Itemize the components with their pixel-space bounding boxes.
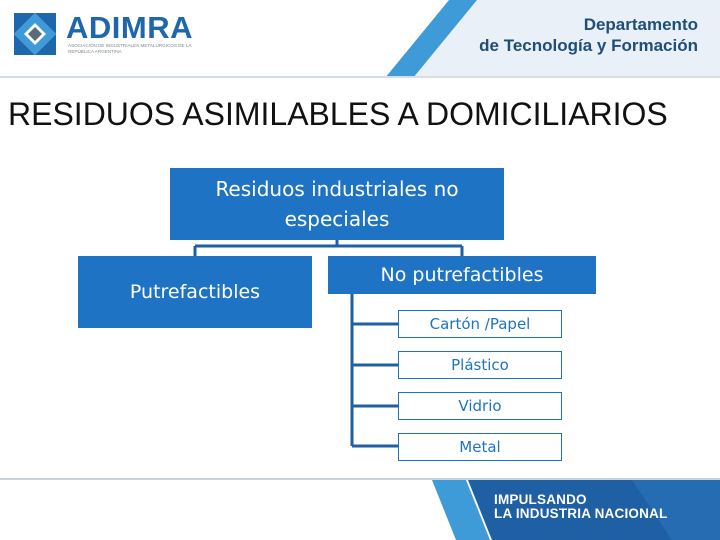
logo-subtitle: ASOCIACIÓN DE INDUSTRIALES METALÚRGICOS … <box>68 43 192 54</box>
department-banner: Departamento de Tecnología y Formación <box>385 0 720 78</box>
diagram-leaf-plastico: Plástico <box>398 351 562 379</box>
footer-line-1: IMPULSANDO <box>494 492 587 507</box>
department-line-2: de Tecnología y Formación <box>479 36 698 55</box>
header-divider <box>0 76 720 78</box>
adimra-logo-icon <box>14 13 56 55</box>
page-title: RESIDUOS ASIMILABLES A DOMICILIARIOS <box>8 96 668 132</box>
diagram-root-node: Residuos industriales no especiales <box>170 168 504 240</box>
footer-slogan: IMPULSANDO LA INDUSTRIA NACIONAL <box>494 493 667 521</box>
footer-banner: IMPULSANDO LA INDUSTRIA NACIONAL <box>432 480 720 540</box>
footer-line-2: LA INDUSTRIA NACIONAL <box>494 506 668 521</box>
diagram-leaf-vidrio: Vidrio <box>398 392 562 420</box>
header: ADIMRA ASOCIACIÓN DE INDUSTRIALES METALÚ… <box>0 0 720 78</box>
department-line-1: Departamento <box>583 15 698 34</box>
diagram-leaf-carton-papel: Cartón /Papel <box>398 310 562 338</box>
diagram-node-no-putrefactibles: No putrefactibles <box>328 256 596 294</box>
logo-name: ADIMRA <box>66 10 193 45</box>
footer-divider <box>0 478 720 480</box>
department-title: Departamento de Tecnología y Formación <box>479 14 698 56</box>
diagram-leaf-metal: Metal <box>398 433 562 461</box>
diagram-node-putrefactibles: Putrefactibles <box>78 256 312 328</box>
